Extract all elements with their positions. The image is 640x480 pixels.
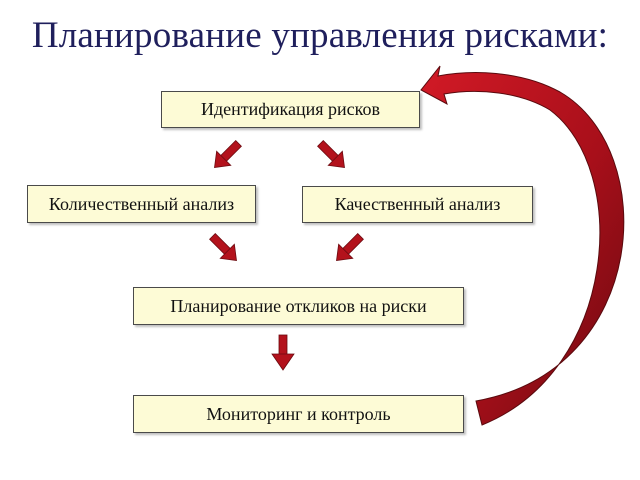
curved-return-arrow-icon bbox=[420, 65, 625, 426]
box-monitoring-control: Мониторинг и контроль bbox=[133, 395, 464, 433]
box-risk-identification: Идентификация рисков bbox=[161, 91, 420, 128]
box-quantitative-analysis: Количественный анализ bbox=[27, 185, 256, 223]
arrow-down-icon bbox=[271, 334, 295, 371]
box-label: Идентификация рисков bbox=[200, 99, 381, 119]
page-title: Планирование управления рисками: bbox=[31, 15, 609, 56]
box-response-planning: Планирование откликов на риски bbox=[133, 287, 464, 325]
arrow-down-left-icon bbox=[214, 140, 242, 168]
box-label: Количественный анализ bbox=[48, 193, 235, 214]
box-label: Мониторинг и контроль bbox=[206, 403, 391, 424]
box-label: Качественный анализ bbox=[334, 194, 501, 214]
arrow-down-right-icon bbox=[209, 233, 237, 261]
arrow-down-left-icon bbox=[336, 233, 364, 261]
arrow-down-right-icon bbox=[317, 140, 345, 168]
box-label: Планирование откликов на риски bbox=[170, 295, 427, 316]
box-qualitative-analysis: Качественный анализ bbox=[302, 186, 533, 223]
